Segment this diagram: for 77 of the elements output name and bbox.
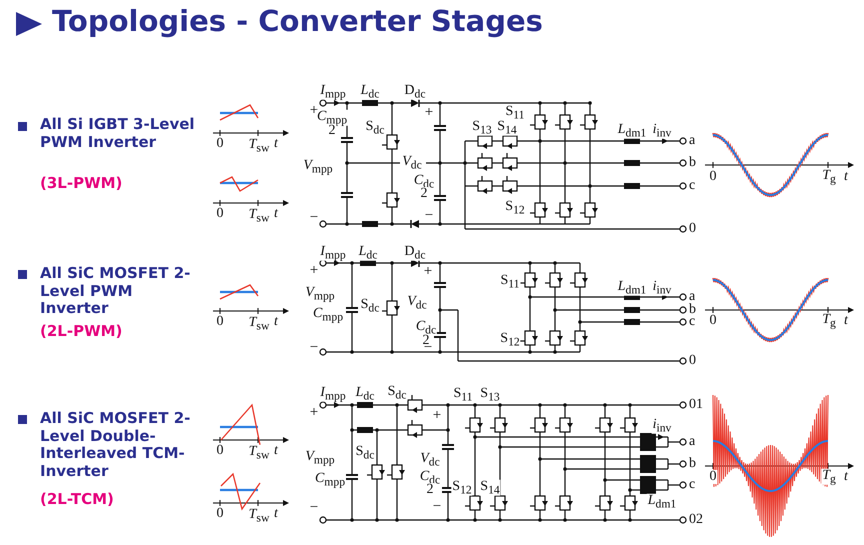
topology-abbreviation: (2L-PWM): [40, 324, 122, 339]
component-label: D$_{dc}$: [403, 84, 427, 100]
axis-label: T$_{g}$: [821, 168, 837, 186]
component-label: V$_{mpp}$: [302, 158, 334, 176]
component-label: S$_{11}$: [504, 104, 526, 122]
component-label: V$_{dc}$: [401, 154, 423, 172]
axis-label: T$_{sw}$: [248, 444, 270, 462]
polarity-sign: +: [432, 408, 442, 424]
component-label: S$_{13}$: [471, 120, 493, 136]
component-label: S$_{dc}$: [360, 298, 380, 314]
component-label: S$_{12}$: [451, 480, 473, 496]
terminal-label: b: [689, 156, 696, 170]
axis-label: T$_{sw}$: [248, 508, 270, 524]
component-label: I$_{mpp}$: [319, 84, 347, 100]
axis-label: T$_{g}$: [821, 468, 837, 486]
terminal-label: 0: [689, 354, 696, 368]
terminal-label: 02: [689, 513, 703, 527]
component-label: S$_{11}$: [452, 386, 474, 404]
component-label: V$_{dc}$: [419, 452, 441, 468]
component-label: I$_{mpp}$: [319, 386, 347, 402]
component-label: i$_{inv}$: [652, 418, 672, 434]
topology-abbreviation: (2L-TCM): [40, 492, 114, 507]
axis-label: T$_{g}$: [821, 312, 837, 330]
component-label: L$_{dc}$: [358, 244, 378, 262]
polarity-sign: +: [308, 264, 320, 278]
slide-title: Topologies - Converter Stages: [52, 4, 543, 38]
polarity-sign: +: [308, 104, 318, 118]
component-label: S$_{12}$: [504, 200, 526, 216]
component-label: S$_{11}$: [499, 274, 521, 290]
component-label: L$_{dm1}$: [616, 280, 648, 296]
component-label: i$_{inv}$: [652, 280, 672, 296]
component-label: S$_{dc}$: [386, 384, 408, 402]
polarity-sign: −: [432, 500, 442, 514]
polarity-sign: +: [424, 106, 434, 120]
component-label: L$_{dm1}$: [616, 122, 648, 140]
topology-heading: All SiC MOSFET 2-Level Double-Interleaved TCM-Inverter: [40, 410, 192, 481]
component-label: i$_{inv}$: [652, 122, 672, 140]
component-label: V$_{mpp}$: [304, 450, 336, 466]
component-label: L$_{dm1}$: [646, 494, 678, 510]
component-label: S$_{13}$: [479, 386, 501, 404]
polarity-sign: −: [424, 208, 434, 224]
topology-heading: All SiC MOSFET 2-Level PWM Inverter: [40, 265, 192, 318]
component-label: S$_{dc}$: [364, 120, 386, 136]
terminal-label: 0: [689, 222, 696, 236]
component-label: S$_{12}$: [499, 332, 521, 348]
component-label: S$_{dc}$: [354, 444, 376, 462]
axis-label: T$_{sw}$: [248, 316, 270, 332]
polarity-sign: −: [308, 500, 320, 516]
component-label: S$_{14}$: [496, 120, 518, 136]
polarity-sign: +: [422, 264, 434, 280]
component-label: C$_{mpp}$: [316, 110, 348, 126]
terminal-label: 01: [689, 398, 703, 412]
component-label: C$_{mpp}$: [312, 306, 344, 324]
terminal-label: c: [689, 478, 696, 492]
terminal-label: c: [689, 315, 696, 329]
polarity-sign: −: [308, 340, 320, 356]
terminal-label: b: [689, 457, 696, 471]
topology-abbreviation: (3L-PWM): [40, 176, 122, 191]
axis-label: T$_{sw}$: [248, 208, 270, 224]
terminal-label: c: [689, 179, 696, 193]
component-label: D$_{dc}$: [403, 244, 427, 262]
component-label: I$_{mpp}$: [319, 244, 347, 262]
component-label: V$_{mpp}$: [304, 286, 336, 302]
axis-label: T$_{sw}$: [248, 138, 270, 154]
topology-heading: All Si IGBT 3-Level PWM Inverter: [40, 116, 196, 152]
component-label: C$_{mpp}$: [314, 472, 346, 488]
terminal-label: b: [689, 303, 696, 317]
component-label: S$_{14}$: [479, 480, 501, 496]
terminal-label: a: [689, 134, 696, 148]
terminal-label: a: [689, 435, 696, 449]
component-label: V$_{dc}$: [406, 294, 428, 312]
polarity-sign: −: [308, 210, 320, 226]
axis-label: 0: [708, 470, 718, 484]
polarity-sign: +: [308, 406, 320, 420]
component-label: L$_{dc}$: [354, 386, 376, 402]
component-label: L$_{dc}$: [360, 84, 380, 100]
terminal-label: a: [689, 290, 696, 304]
